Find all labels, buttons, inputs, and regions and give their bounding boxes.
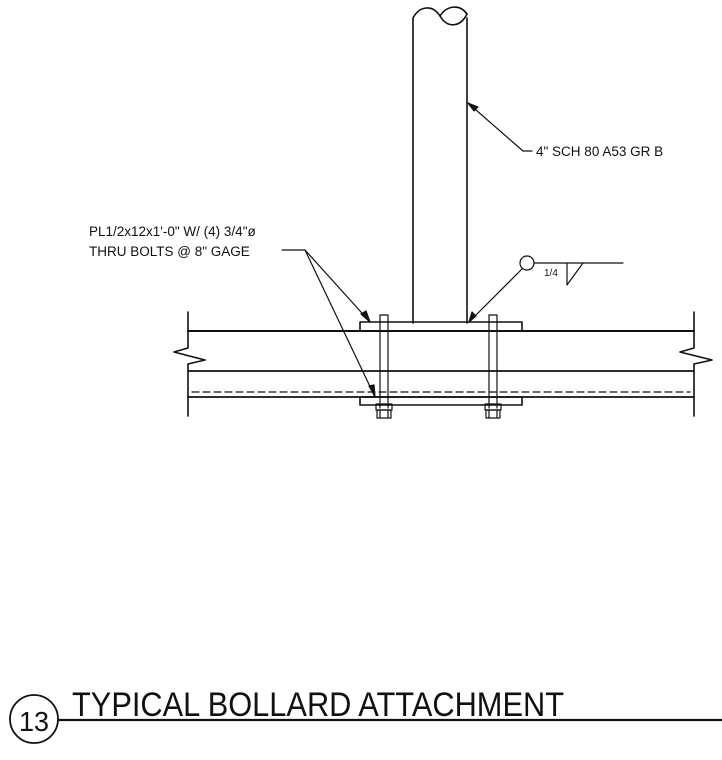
plate-label-line2: THRU BOLTS @ 8" GAGE [89,244,250,259]
thru-bolt-right [484,314,502,419]
right-break-line [679,311,713,417]
top-plate [359,321,523,332]
left-break-line [173,311,206,417]
plate-leader [281,249,376,398]
pipe-label: 4" SCH 80 A53 GR B [536,144,663,159]
bollard-pipe [412,6,468,324]
plate-label-line1: PL1/2x12x1'-0" W/ (4) 3/4"ø [89,224,256,239]
pipe-leader [467,102,533,152]
bottom-plate [359,396,523,406]
weld-size-label: 1/4 [544,268,558,279]
title-block [9,694,722,744]
weld-symbol [468,255,624,323]
detail-number: 13 [19,706,49,737]
support-beam [173,311,713,417]
thru-bolt-left [375,314,393,419]
detail-title: TYPICAL BOLLARD ATTACHMENT [72,686,564,724]
